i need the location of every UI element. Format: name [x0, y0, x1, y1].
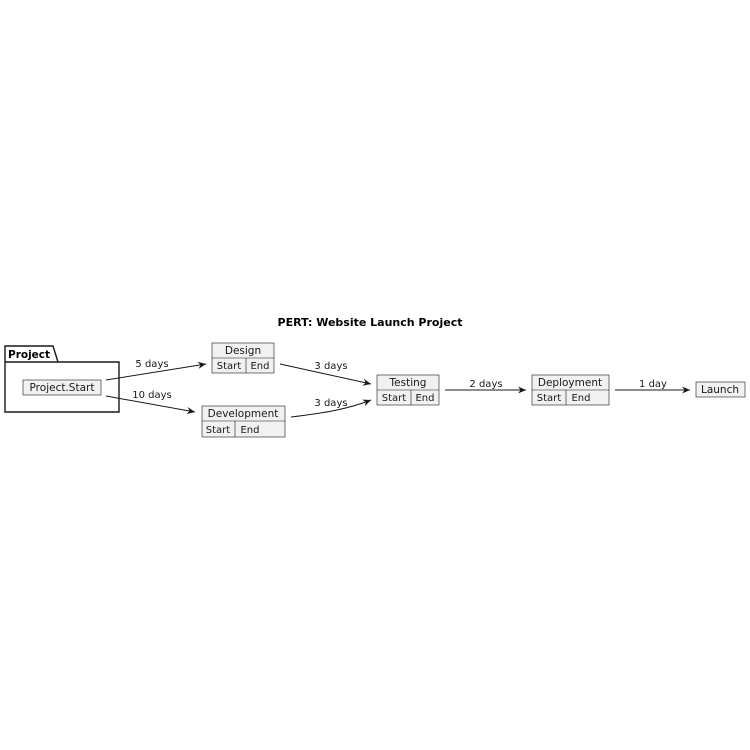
project-package: Project Project.Start [4, 345, 120, 413]
end-node-box [695, 381, 746, 398]
edge-start-to-development [105, 395, 196, 415]
task-design-end-cell: End [250, 361, 269, 372]
task-deployment-end-cell: End [571, 393, 590, 404]
package-label: Project [8, 349, 50, 361]
task-testing-end-cell: End [415, 393, 434, 404]
task-design: Design Start End [211, 342, 275, 374]
edge-deployment-to-launch-label: 1 day [639, 379, 667, 390]
task-deployment-start-cell: Start [537, 393, 562, 404]
edge-development-to-testing-label: 3 days [314, 398, 347, 409]
edge-development-to-testing [290, 399, 372, 418]
task-deployment: Deployment Start End [531, 374, 610, 406]
task-development-name: Development [208, 408, 279, 420]
task-development-box [201, 405, 286, 438]
start-node-label: Project.Start [30, 382, 95, 394]
task-testing-start-cell: Start [382, 393, 407, 404]
edge-design-to-testing-label: 3 days [314, 361, 347, 372]
edge-start-to-design [105, 361, 207, 381]
task-deployment-name: Deployment [538, 377, 602, 389]
edge-start-to-development-label: 10 days [132, 390, 172, 401]
task-testing-name: Testing [389, 377, 427, 389]
task-development: Development Start End [201, 405, 286, 438]
task-development-start-cell: Start [206, 425, 231, 436]
edge-start-to-design-label: 5 days [135, 359, 168, 370]
task-development-end-cell: End [240, 425, 259, 436]
edge-testing-to-deployment-label: 2 days [469, 379, 502, 390]
task-testing: Testing Start End [376, 374, 440, 406]
start-node-box [22, 379, 102, 396]
task-design-name: Design [225, 345, 261, 357]
task-design-start-cell: Start [217, 361, 242, 372]
end-node-launch: Launch [695, 381, 746, 398]
edge-design-to-testing [279, 363, 372, 386]
end-node-label: Launch [701, 384, 739, 396]
diagram-title: PERT: Website Launch Project [278, 316, 463, 329]
